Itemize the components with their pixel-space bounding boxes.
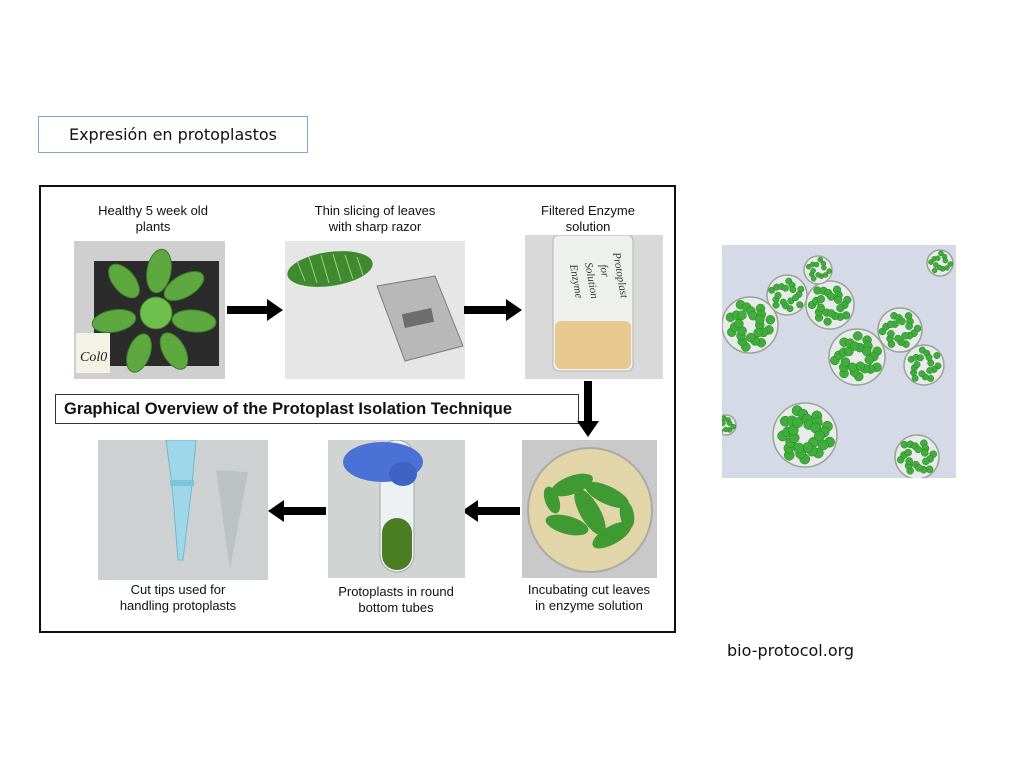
step4-caption-line2: in enzyme solution (504, 598, 674, 614)
plant-rosette-image: Col0 (74, 241, 225, 379)
step5-caption-line2: bottom tubes (311, 600, 481, 616)
protoplast-cell (904, 345, 944, 385)
source-credit: bio-protocol.org (727, 641, 854, 660)
round-bottom-tube-image (328, 440, 465, 578)
sliced-leaf-razor-image (285, 241, 465, 379)
step3-caption-line2: solution (503, 219, 673, 235)
step6-caption-line2: handling protoplasts (93, 598, 263, 614)
protoplast-cell (878, 308, 922, 352)
protoplast-micrograph-image (722, 245, 956, 478)
step3-caption-line1: Filtered Enzyme (503, 203, 673, 219)
plant-label-text: Col0 (80, 350, 107, 365)
pipette-tip-photo (98, 440, 268, 580)
arrow-left-2 (268, 500, 326, 522)
figure-banner-title: Graphical Overview of the Protoplast Iso… (55, 394, 579, 424)
step2-caption-line1: Thin slicing of leaves (290, 203, 460, 219)
slide-title: Expresión en protoplastos (38, 116, 308, 153)
step4-caption: Incubating cut leaves in enzyme solution (504, 582, 674, 614)
protoplast-cell (773, 403, 837, 467)
petri-dish-image (522, 440, 657, 578)
protoplast-cell (829, 329, 885, 385)
protoplast-cell (722, 415, 736, 435)
enzyme-tube-photo: Enzyme Solution for Protoplast (525, 235, 663, 379)
petri-dish-photo (522, 440, 657, 578)
round-tube-photo (328, 440, 465, 578)
step4-caption-line1: Incubating cut leaves (504, 582, 674, 598)
step5-caption-line1: Protoplasts in round (311, 584, 481, 600)
step1-caption-line1: Healthy 5 week old (68, 203, 238, 219)
plant-photo: Col0 (74, 241, 225, 379)
step2-caption: Thin slicing of leaves with sharp razor (290, 203, 460, 235)
protoplast-cell (804, 256, 832, 284)
arrow-down (577, 381, 599, 437)
step3-caption: Filtered Enzyme solution (503, 203, 673, 235)
protoplast-cell (767, 275, 807, 315)
enzyme-tube-image: Enzyme Solution for Protoplast (525, 235, 663, 379)
protocol-figure: Healthy 5 week old plants Col0 Thin slic… (39, 185, 676, 633)
arrow-left-1 (462, 500, 520, 522)
step1-caption: Healthy 5 week old plants (68, 203, 238, 235)
arrow-right-2 (464, 299, 522, 321)
step6-caption-line1: Cut tips used for (93, 582, 263, 598)
step2-caption-line2: with sharp razor (290, 219, 460, 235)
step5-caption: Protoplasts in round bottom tubes (311, 584, 481, 616)
cut-pipette-tip-image (98, 440, 268, 580)
step1-caption-line2: plants (68, 219, 238, 235)
protoplast-cell (927, 250, 953, 276)
razor-photo (285, 241, 465, 379)
arrow-right-1 (227, 299, 283, 321)
protoplast-cell (806, 281, 854, 329)
protoplast-micrograph (722, 245, 956, 478)
protoplast-cell (895, 435, 939, 478)
step6-caption: Cut tips used for handling protoplasts (93, 582, 263, 614)
